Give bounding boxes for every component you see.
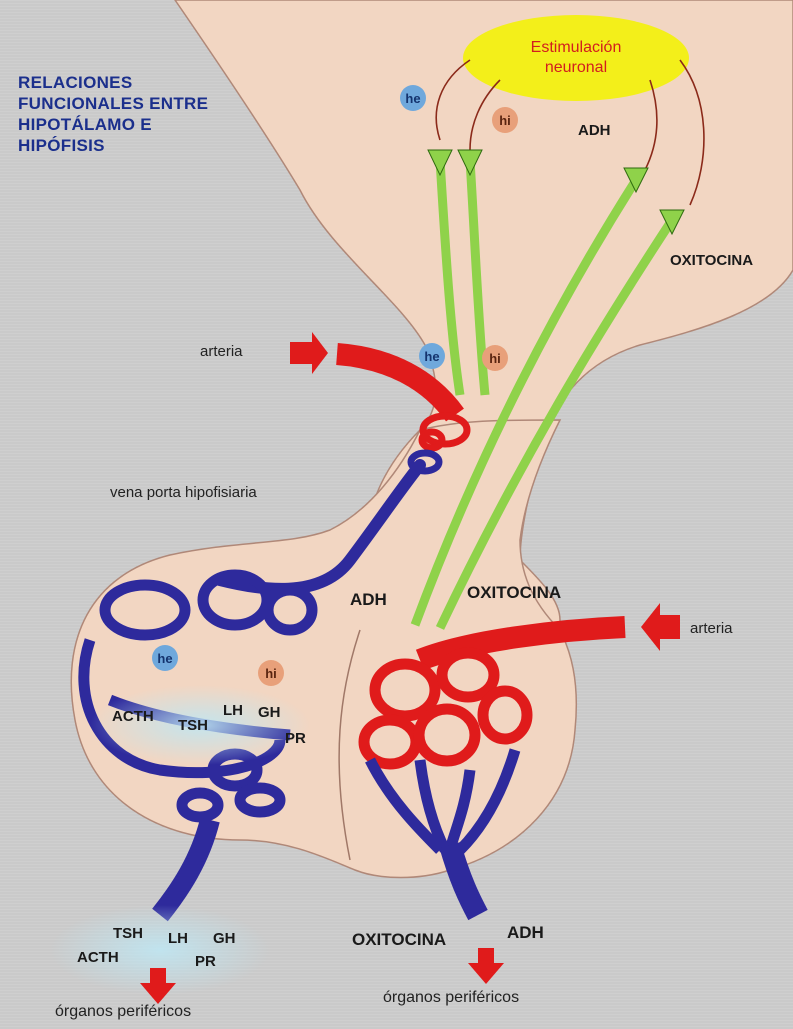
output-adh-label: ADH (507, 923, 544, 943)
left-destination-label: órganos periféricos (55, 1003, 191, 1021)
title-line-2: FUNCIONALES ENTRE (18, 93, 208, 114)
top-artery-label: arteria (200, 343, 243, 360)
output-oxitocina-label: OXITOCINA (352, 930, 446, 950)
output-acth-label: ACTH (77, 949, 119, 966)
output-pr-label: PR (195, 953, 216, 970)
hypothalamus-adh-label: ADH (578, 122, 611, 139)
output-lh-label: LH (168, 930, 188, 947)
stimulus-line-1: Estimulación (510, 38, 642, 58)
right-artery-label: arteria (690, 620, 733, 637)
anterior-acth-label: ACTH (112, 708, 154, 725)
anterior-gh-label: GH (258, 704, 281, 721)
anterior-tsh-label: TSH (178, 717, 208, 734)
title-line-3: HIPOTÁLAMO E (18, 114, 208, 135)
output-tsh-label: TSH (113, 925, 143, 942)
stimulus-label: Estimulación neuronal (510, 38, 642, 78)
posterior-adh-label: ADH (350, 590, 387, 610)
hi-badge-stalk: hi (482, 345, 508, 371)
hi-badge-top: hi (492, 107, 518, 133)
portal-vein-label: vena porta hipofisiaria (110, 484, 257, 501)
output-gh-label: GH (213, 930, 236, 947)
he-badge-stalk: he (419, 343, 445, 369)
hypothalamus-oxitocina-label: OXITOCINA (670, 252, 753, 269)
right-destination-label: órganos periféricos (383, 989, 519, 1007)
he-badge-anterior: he (152, 645, 178, 671)
anterior-lh-label: LH (223, 702, 243, 719)
page-title: RELACIONES FUNCIONALES ENTRE HIPOTÁLAMO … (18, 72, 208, 156)
hi-badge-anterior: hi (258, 660, 284, 686)
stimulus-line-2: neuronal (510, 58, 642, 78)
anterior-pr-label: PR (285, 730, 306, 747)
he-badge-top: he (400, 85, 426, 111)
posterior-oxitocina-label: OXITOCINA (467, 583, 561, 603)
title-line-4: HIPÓFISIS (18, 135, 208, 156)
title-line-1: RELACIONES (18, 72, 208, 93)
